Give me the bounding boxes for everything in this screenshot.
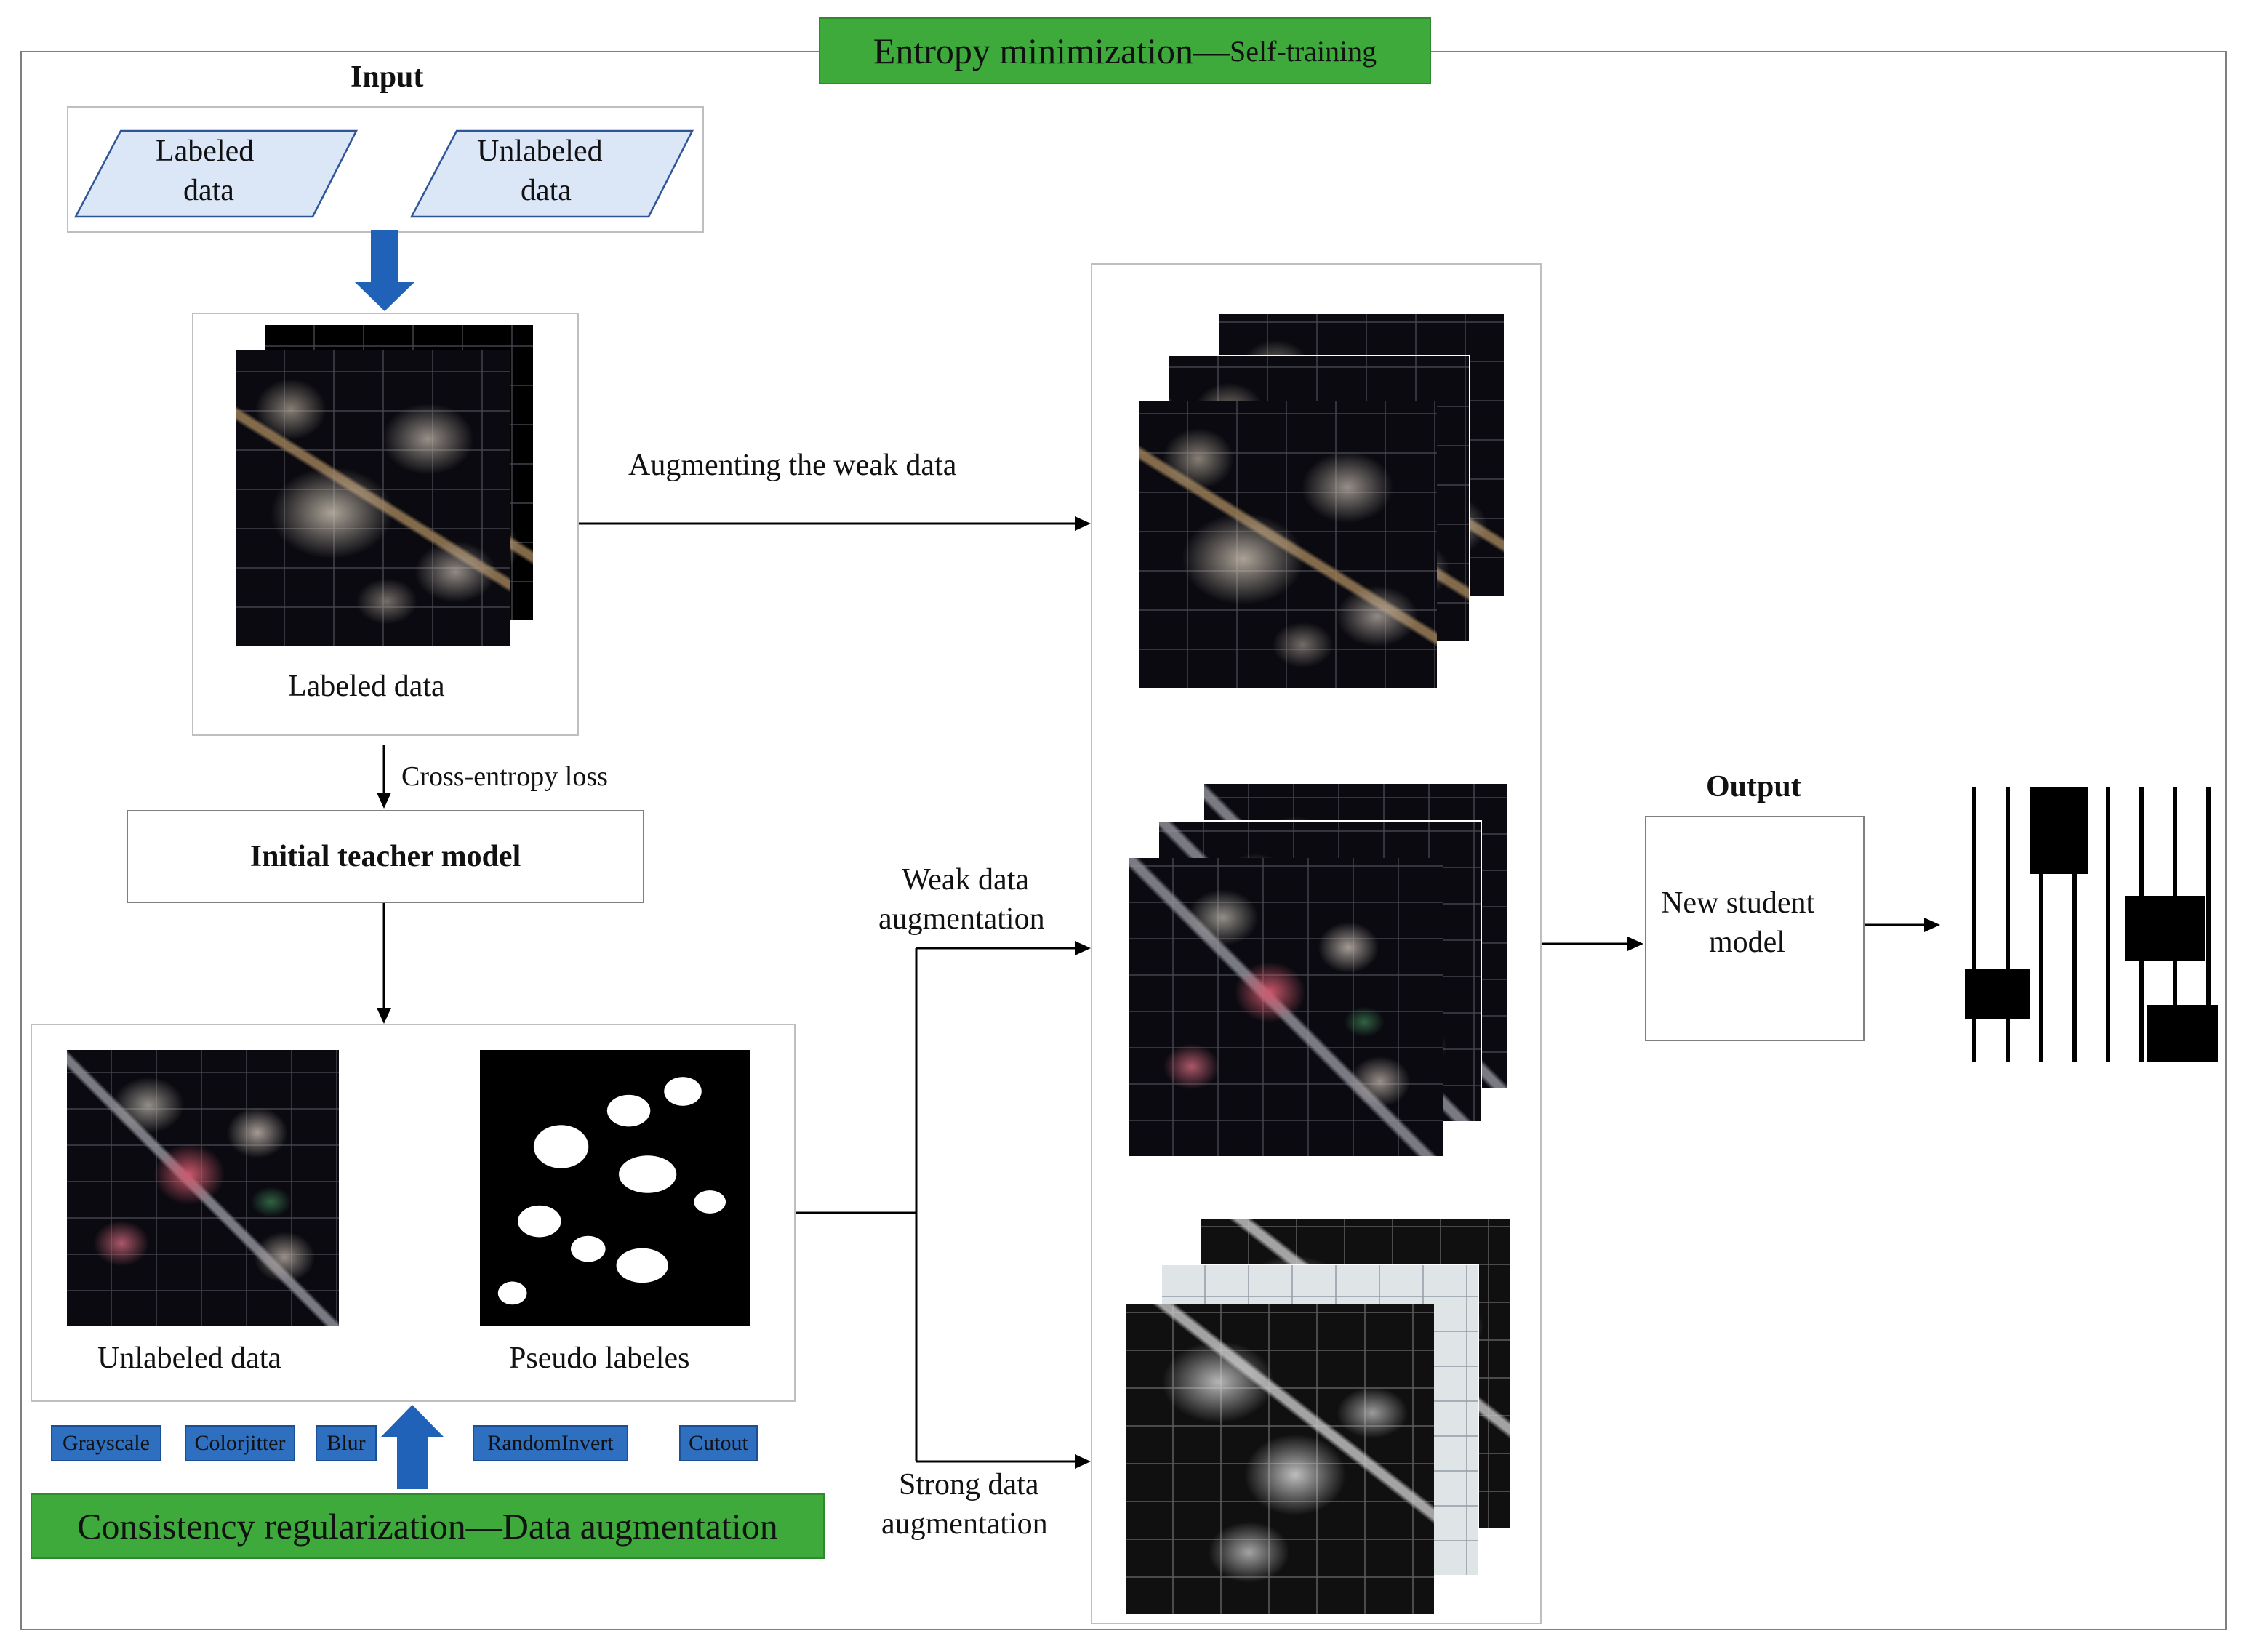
mask-dark-region-3 bbox=[1965, 969, 2030, 1019]
mask-dark-region-2 bbox=[2125, 896, 2205, 961]
pseudo-label-image bbox=[480, 1050, 750, 1326]
initial-teacher-model-label: Initial teacher model bbox=[249, 840, 521, 873]
weak-aug-label-1: Weak data bbox=[902, 863, 1030, 897]
strong-aug-label-2: augmentation bbox=[881, 1507, 1048, 1541]
new-student-model-box bbox=[1645, 816, 1865, 1041]
labeled-image-front bbox=[236, 350, 510, 646]
aug-tag-cutout: Cutout bbox=[679, 1425, 758, 1461]
aug-tag-colorjitter: Colorjitter bbox=[185, 1425, 295, 1461]
aug-tag-randominvert: RandomInvert bbox=[473, 1425, 628, 1461]
labeled-data-parallelogram bbox=[73, 129, 359, 218]
unlabeled-data-line2: data bbox=[521, 174, 572, 207]
banner-dash: — bbox=[1193, 31, 1230, 71]
mask-dark-region-4 bbox=[2147, 1005, 2218, 1062]
cross-entropy-label: Cross-entropy loss bbox=[401, 761, 608, 792]
banner-main: Entropy minimization bbox=[873, 31, 1194, 71]
entropy-minimization-banner: Entropy minimization—Self-training bbox=[819, 17, 1431, 84]
consistency-regularization-banner: Consistency regularization—Data augmenta… bbox=[31, 1493, 825, 1559]
strong-aug-label-1: Strong data bbox=[899, 1468, 1039, 1501]
input-down-arrow bbox=[355, 230, 414, 311]
pseudo-labels-caption: Pseudo labeles bbox=[509, 1342, 690, 1375]
strong-aug-image-1 bbox=[1126, 1304, 1434, 1614]
unlabeled-data-parallelogram bbox=[409, 129, 694, 218]
initial-teacher-model-box: Initial teacher model bbox=[127, 810, 644, 903]
labeled-data-caption: Labeled data bbox=[288, 670, 445, 703]
unlabeled-image bbox=[67, 1050, 339, 1326]
augmented-weak-image-1 bbox=[1139, 401, 1437, 688]
augmentation-up-arrow bbox=[381, 1405, 444, 1489]
consistency-label: Consistency regularization—Data augmenta… bbox=[77, 1506, 778, 1547]
labeled-data-line1: Labeled bbox=[156, 135, 255, 168]
aug-tag-blur: Blur bbox=[316, 1425, 377, 1461]
input-heading: Input bbox=[351, 60, 424, 94]
mask-dark-region-1 bbox=[2030, 787, 2088, 874]
student-label-2: model bbox=[1709, 926, 1785, 959]
aug-tag-grayscale: Grayscale bbox=[51, 1425, 161, 1461]
labeled-data-line2: data bbox=[183, 174, 234, 207]
unlabeled-data-line1: Unlabeled bbox=[477, 135, 603, 168]
banner-sub: Self-training bbox=[1230, 34, 1377, 68]
unlabeled-data-caption: Unlabeled data bbox=[97, 1342, 282, 1375]
output-prediction-mask bbox=[1943, 787, 2218, 1062]
weak-aug-label-2: augmentation bbox=[878, 902, 1045, 936]
augmenting-weak-label: Augmenting the weak data bbox=[628, 449, 957, 482]
student-label-1: New student bbox=[1661, 886, 1815, 920]
weak-aug-image-1 bbox=[1129, 858, 1443, 1156]
output-heading: Output bbox=[1706, 770, 1801, 803]
